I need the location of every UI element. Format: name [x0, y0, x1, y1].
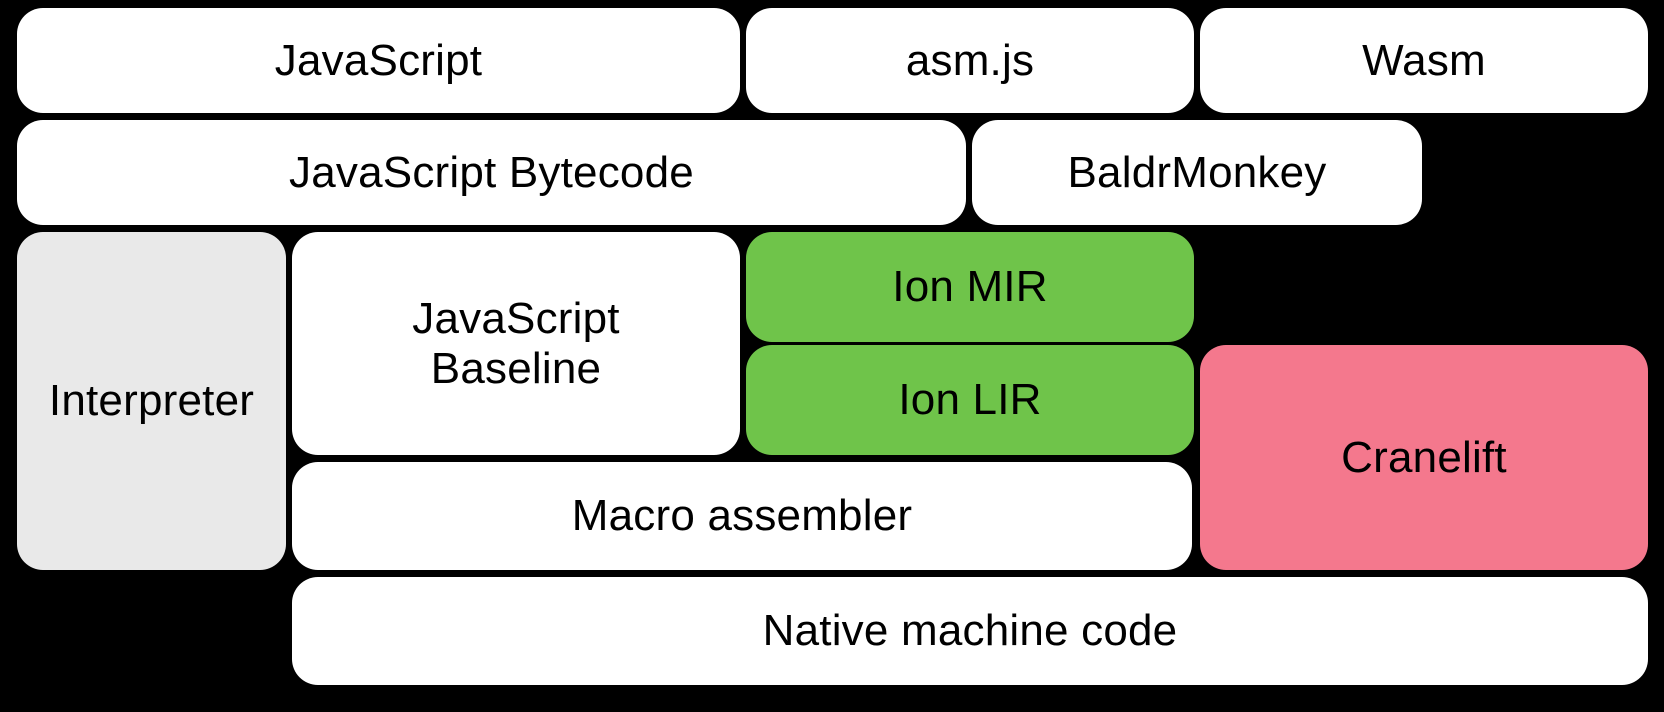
node-interpreter: Interpreter	[17, 232, 286, 570]
node-baldrmonkey: BaldrMonkey	[972, 120, 1422, 225]
node-ion-lir: Ion LIR	[746, 345, 1194, 455]
node-javascript-baseline: JavaScript Baseline	[292, 232, 740, 455]
node-cranelift: Cranelift	[1200, 345, 1648, 570]
node-native-machine-code: Native machine code	[292, 577, 1648, 685]
node-macro-assembler: Macro assembler	[292, 462, 1192, 570]
node-javascript-bytecode: JavaScript Bytecode	[17, 120, 966, 225]
node-ion-mir: Ion MIR	[746, 232, 1194, 342]
node-javascript: JavaScript	[17, 8, 740, 113]
node-wasm: Wasm	[1200, 8, 1648, 113]
node-asmjs: asm.js	[746, 8, 1194, 113]
